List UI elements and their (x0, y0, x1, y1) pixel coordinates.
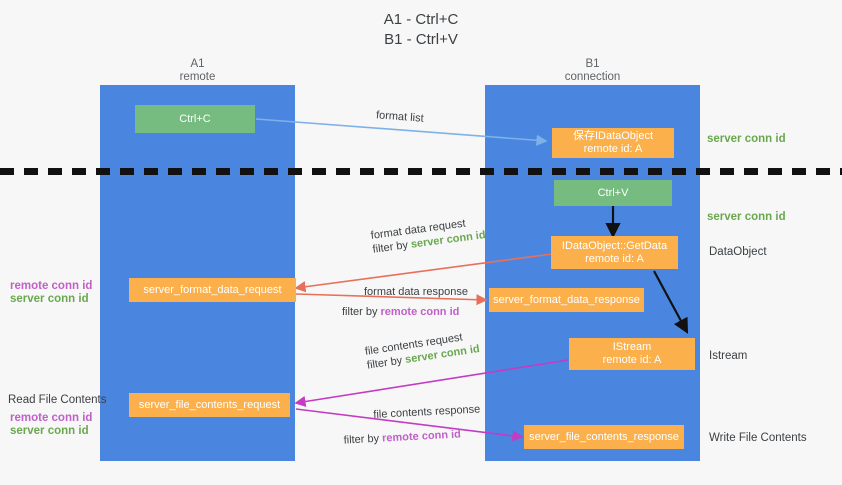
column-b1-name: B1 (585, 58, 600, 70)
box-server-format-data-request-label: server_format_data_request (143, 283, 282, 296)
box-server-file-contents-request[interactable]: server_file_contents_request (129, 393, 290, 417)
box-save-idataobject[interactable]: 保存IDataObject remote id: A (552, 128, 674, 158)
box-server-file-contents-response-label: server_file_contents_response (529, 430, 679, 443)
box-save-idataobject-line2: remote id: A (583, 143, 643, 155)
column-b1-sub: connection (564, 71, 621, 83)
box-server-file-contents-request-label: server_file_contents_request (138, 398, 281, 411)
page-title: A1 - Ctrl+C B1 - Ctrl+V (0, 10, 842, 50)
box-istream-line1: IStream (612, 341, 652, 353)
label-server-conn-id: server conn id (10, 293, 89, 305)
label-server-conn-id-top: server conn id (707, 133, 786, 145)
label-server-conn-id-2: server conn id (10, 425, 89, 437)
label-remote-conn-id-2: remote conn id (10, 412, 93, 424)
box-idataobject-getdata-line1: IDataObject::GetData (561, 239, 668, 252)
edge-label-format-data-response-filter: filter by remote conn id (342, 305, 468, 319)
label-read-file-contents: Read File Contents (8, 394, 107, 406)
filter-value-2: remote conn id (380, 306, 460, 318)
label-remote-conn-id: remote conn id (10, 280, 93, 292)
box-save-idataobject-line1: 保存IDataObject (572, 130, 654, 142)
filter-prefix-4: filter by (343, 432, 383, 447)
box-istream-line2: remote id: A (602, 354, 662, 366)
box-server-file-contents-response[interactable]: server_file_contents_response (524, 425, 684, 449)
box-server-format-data-response[interactable]: server_format_data_response (489, 288, 644, 312)
edge-label-file-contents-response: file contents response filter by remote … (343, 402, 482, 446)
box-ctrl-v-label: Ctrl+V (597, 186, 629, 199)
label-server-conn-id-mid: server conn id (707, 211, 786, 223)
column-header-a1: A1 remote (100, 58, 295, 84)
title-line-1: A1 - Ctrl+C (383, 11, 459, 28)
box-idataobject-getdata-line2: remote id: A (585, 252, 644, 265)
title-line-2: B1 - Ctrl+V (384, 31, 458, 48)
box-istream[interactable]: IStream remote id: A (569, 338, 695, 370)
edge-label-file-contents-response-filter: filter by remote conn id (343, 426, 482, 447)
edge-label-format-list-text: format list (375, 109, 425, 125)
label-write-file-contents: Write File Contents (709, 432, 807, 444)
box-server-format-data-request[interactable]: server_format_data_request (129, 278, 296, 302)
filter-prefix-1: filter by (371, 238, 412, 256)
column-a1-sub: remote (179, 71, 216, 83)
label-dataobject: DataObject (709, 246, 767, 258)
label-istream: Istream (709, 350, 748, 362)
edge-label-format-data-response: format data response filter by remote co… (342, 285, 468, 319)
box-server-format-data-response-label: server_format_data_response (493, 293, 640, 306)
edge-label-format-list: format list (376, 108, 425, 125)
box-ctrl-c[interactable]: Ctrl+C (135, 105, 255, 133)
box-ctrl-v[interactable]: Ctrl+V (554, 180, 672, 206)
column-a1-name: A1 (190, 58, 205, 70)
edge-label-file-contents-response-text: file contents response (373, 403, 481, 421)
column-header-b1: B1 connection (485, 58, 700, 84)
filter-value-4: remote conn id (381, 428, 462, 445)
edge-label-file-contents-request: file contents request filter by server c… (364, 328, 481, 373)
box-idataobject-getdata[interactable]: IDataObject::GetData remote id: A (551, 236, 678, 269)
dashed-separator (0, 168, 842, 175)
edge-label-format-data-response-text: format data response (364, 286, 468, 298)
box-ctrl-c-label: Ctrl+C (179, 112, 211, 125)
edge-label-format-data-request: format data request filter by server con… (370, 214, 486, 257)
filter-prefix-2: filter by (342, 306, 381, 318)
